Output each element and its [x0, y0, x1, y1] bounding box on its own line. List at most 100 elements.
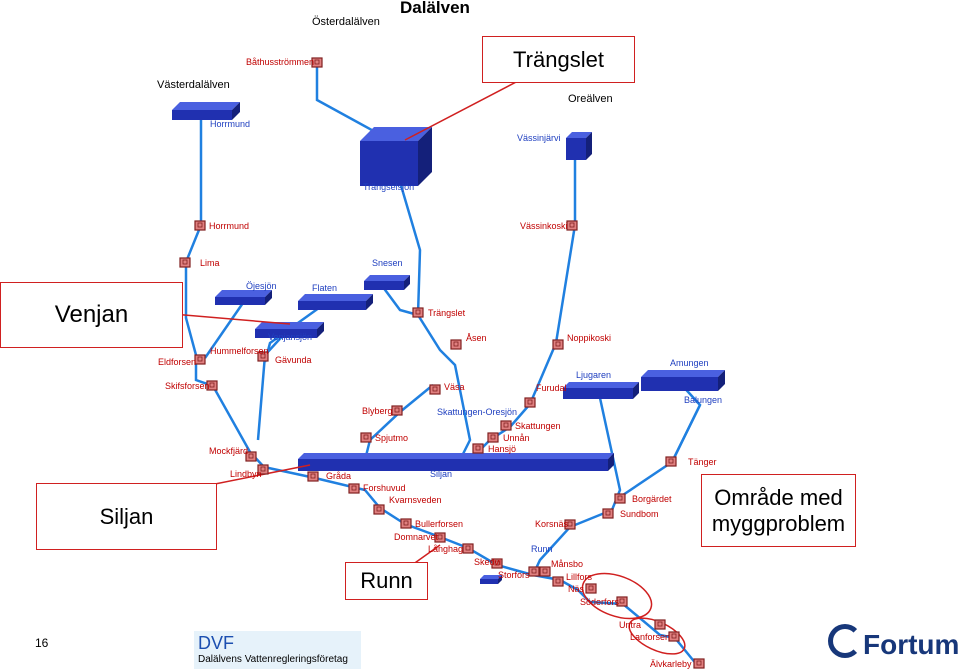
station-horrmund-box: [194, 220, 206, 231]
page-number: 16: [35, 636, 49, 650]
station-forshuvud: [348, 483, 360, 494]
lake-amungen-side: [718, 370, 725, 391]
station-vassinkoski-box: [566, 220, 578, 231]
station-kvarnsveden: [373, 504, 385, 515]
station-lindbyn-turbine-icon: [260, 466, 266, 472]
callout-siljan: Siljan: [36, 483, 217, 550]
station-skedvi-box: [491, 558, 503, 569]
label-hummelforsen: Hummelforsen: [210, 346, 269, 356]
station-lillfors-box: [552, 576, 564, 587]
station-eldforsen-turbine-icon: [197, 356, 203, 362]
station-storfors: [528, 566, 540, 577]
station-untra-box: [654, 619, 666, 630]
label-alvkarleby: Älvkarleby: [650, 659, 692, 669]
river-vasterdalalven: Västerdalälven: [157, 79, 230, 91]
station-storfors-box: [528, 566, 540, 577]
lake-siljan-front: [298, 459, 608, 471]
station-alvkarleby: [693, 658, 705, 669]
label-asen: Åsen: [466, 333, 487, 343]
river-skattungen: [477, 403, 531, 453]
label-lima: Lima: [200, 258, 220, 268]
callout-mosquito-area: Område med myggproblem: [701, 474, 856, 547]
lake-flaten-side: [366, 294, 373, 310]
lake-ojesjon-top: [215, 290, 272, 297]
station-bathusstrommen: [311, 57, 323, 68]
station-blyberg-turbine-icon: [394, 407, 400, 413]
station-bullerforsen-box: [400, 518, 412, 529]
station-eldforsen: [194, 354, 206, 365]
station-kvarnsveden-turbine-icon: [376, 506, 382, 512]
label-skattungen: Skattungen: [515, 421, 561, 431]
station-skattungen: [500, 420, 512, 431]
river-snesen: [378, 282, 419, 317]
label-tanger: Tänger: [688, 457, 717, 467]
power-stations: [179, 57, 705, 669]
river-main-lower: [263, 465, 698, 666]
lake-venjansjon-front: [255, 329, 317, 338]
station-sundbom-box: [602, 508, 614, 519]
station-grada-box: [307, 471, 319, 482]
station-borgardet-box: [614, 493, 626, 504]
label-unnan: Unnån: [503, 433, 530, 443]
station-soderfors-box: [616, 596, 628, 607]
station-asen-box: [450, 339, 462, 350]
label-untra: Untra: [619, 620, 642, 630]
station-noppikoski-turbine-icon: [555, 341, 561, 347]
station-bathusstrommen-box: [311, 57, 323, 68]
lake-flaten: [298, 294, 373, 310]
lake-vassinjarvi-side: [586, 132, 592, 160]
label-horrmund: Horrmund: [209, 221, 250, 231]
station-vasa-turbine-icon: [432, 386, 438, 392]
station-untra-turbine-icon: [657, 621, 663, 627]
label-kvarnsveden: Kvarnsveden: [389, 495, 442, 505]
label-skattungen-oresjon: Skattungen-Oresjön: [437, 407, 518, 417]
station-trangslet-box: [412, 307, 424, 318]
station-hansjo-turbine-icon: [475, 445, 481, 451]
label-balungen: Balungen: [684, 395, 723, 405]
station-soderfors-turbine-icon: [619, 598, 625, 604]
station-soderfors: [616, 596, 628, 607]
fortum-logo: Fortum: [828, 624, 959, 661]
label-bullerforsen: Bullerforsen: [415, 519, 464, 529]
lake-trangselsjon-side: [418, 127, 432, 186]
label-sundbom: Sundbom: [620, 509, 659, 519]
label-furudal: Furudal: [536, 383, 567, 393]
station-domnarvet-turbine-icon: [437, 534, 443, 540]
label-bathusstrommen: Båthusströmmen: [246, 57, 315, 67]
label-flaten: Flaten: [312, 283, 338, 293]
station-horrmund: [194, 220, 206, 231]
lake-ojesjon-front: [215, 297, 265, 305]
label-venjansjon: Venjansjön: [268, 332, 313, 342]
station-skattungen-box: [500, 420, 512, 431]
callout-venjan: Venjan: [0, 282, 183, 348]
label-mansbo: Månsbo: [551, 559, 584, 569]
lake-ljugaren-top: [563, 382, 639, 388]
station-lillfors-turbine-icon: [555, 578, 561, 584]
station-blyberg: [391, 405, 403, 416]
station-vasa: [429, 384, 441, 395]
station-lima-turbine-icon: [182, 259, 188, 265]
station-skedvi-turbine-icon: [494, 560, 500, 566]
label-spjutmo: Spjutmo: [375, 433, 409, 443]
lake-vassinjarvi: [566, 132, 592, 160]
label-skifsforsen: Skifsforsen: [165, 381, 210, 391]
lake-ljugaren: [563, 382, 639, 399]
station-blyberg-box: [391, 405, 403, 416]
lake-flaten-top: [298, 294, 373, 301]
station-grada-turbine-icon: [310, 473, 316, 479]
station-nas: [585, 583, 597, 594]
lake-venjansjon: [255, 322, 324, 338]
label-trangslet-station: Trängslet: [428, 308, 466, 318]
station-tanger-box: [665, 456, 677, 467]
lake-runn-top: [480, 575, 502, 579]
lake-trangselsjon: [360, 127, 432, 186]
lake-amungen-front: [641, 377, 718, 391]
station-trangslet-turbine-icon: [415, 309, 421, 315]
station-lillfors: [552, 576, 564, 587]
station-tanger-turbine-icon: [668, 458, 674, 464]
label-noppikoski: Noppikoski: [567, 333, 612, 343]
station-hummelforsen-box: [257, 351, 269, 362]
station-domnarvet: [434, 532, 446, 543]
station-skifsforsen-turbine-icon: [209, 382, 215, 388]
